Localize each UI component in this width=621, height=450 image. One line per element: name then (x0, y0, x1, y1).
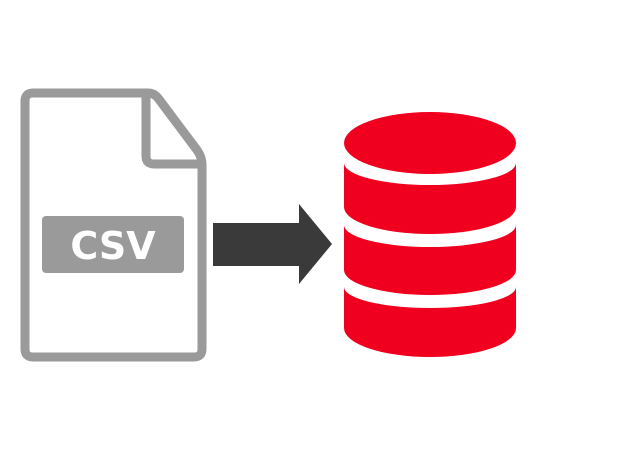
csv-label-badge (42, 216, 184, 273)
database-top (344, 112, 516, 174)
database-tier-2 (344, 225, 516, 295)
arrow-right-icon (213, 204, 332, 284)
csv-label: CSV (70, 224, 156, 268)
file-fold-corner (141, 95, 199, 169)
database-tier-3 (344, 287, 516, 357)
database-tier-1 (344, 163, 516, 234)
csv-file-icon: CSV (20, 88, 207, 362)
database-icon (344, 112, 516, 357)
